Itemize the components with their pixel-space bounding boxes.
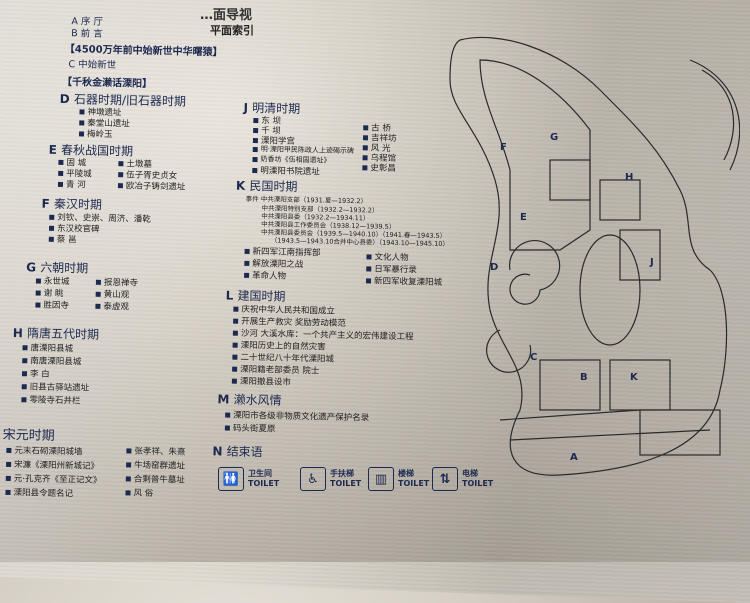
index-f-item: 蔡 邕 [48, 233, 77, 245]
index-i-item: 牛场窑群遗址 [126, 458, 185, 472]
map-inner-wall [479, 59, 591, 251]
index-k-item: 革命人物 [244, 269, 286, 282]
map-label: C [530, 352, 537, 363]
stairs-icon: ▥ [368, 467, 394, 491]
index-e-item: 青 河 [57, 178, 86, 190]
map-label: E [520, 212, 527, 223]
index-h-item: 旧县古驿站遗址 [21, 380, 90, 394]
index-n: N 结束语 [212, 444, 263, 460]
index-k-item: 新四军收复溧阳城 [365, 274, 442, 288]
escalator-icon: ♿ [300, 467, 326, 491]
index-g-item: 报恩禅寺 [95, 276, 138, 289]
map-oval-hall [579, 234, 641, 346]
plate-title: …面导视 [200, 8, 253, 23]
index-h-item: 南唐溧阳县城 [22, 354, 81, 367]
index-m-item: 码头街夏原 [224, 421, 276, 435]
index-g-item: 谢 眺 [35, 286, 64, 299]
index-i-item: 风 俗 [125, 486, 153, 499]
plate-subtitle: 平面索引 [210, 24, 254, 37]
map-label: K [630, 372, 639, 383]
index-j-item: 明溧阳书院遗址 [252, 164, 320, 177]
map-outer-curve [701, 69, 735, 161]
index-h: H 隋唐五代时期 [12, 325, 100, 342]
map-label: A [570, 452, 578, 463]
index-k-item: 日军暴行录 [366, 262, 417, 275]
index-i-item: 溧阳县令题名记 [5, 486, 73, 499]
map-room [599, 179, 641, 221]
floor-plan-map: A B C D E F G H J K [449, 36, 740, 476]
index-c: C 中始新世 [68, 59, 117, 72]
map-outer-curve [689, 59, 740, 171]
bracket-heading-2: 【千秋金濑话溧阳】 [61, 76, 153, 90]
index-g-item: 泰虚观 [95, 300, 129, 312]
index-i-item: 合剩普牛墓址 [125, 472, 185, 486]
index-i: 宋元时期 [2, 427, 55, 444]
map-label: F [500, 142, 507, 153]
map-label: D [490, 262, 498, 273]
map-room [639, 409, 721, 456]
map-outline [449, 36, 728, 476]
index-d-item: 梅岭玉 [78, 127, 113, 140]
index-i-item: 元末石砌溧阳城墙 [6, 444, 82, 457]
index-l-item: 溧阳撤县设市 [231, 375, 291, 388]
index-g-item: 黄山观 [95, 288, 130, 300]
index-m: M 濑水风情 [217, 392, 282, 408]
map-room [549, 159, 591, 201]
index-g-item: 永世城 [35, 274, 70, 287]
elevator-icon: ⇅ [432, 467, 458, 491]
index-h-item: 零陵寺石井栏 [21, 393, 81, 406]
map-label: J [649, 257, 654, 268]
map-room [539, 359, 601, 411]
map-label: H [625, 172, 633, 183]
index-b: B 前 言 [71, 28, 103, 40]
index-h-item: 唐溧阳县城 [22, 341, 73, 354]
map-label: G [550, 132, 558, 143]
index-e-item: 欧冶子铸剑遗址 [117, 179, 186, 193]
index-i-item: 宋濂《溧阳州新城记》 [6, 458, 99, 472]
map-wall [509, 429, 711, 441]
index-g-item: 胜因寺 [35, 298, 69, 311]
map-label: B [580, 372, 588, 383]
index-h-item: 李 白 [21, 367, 50, 380]
index-i-item: 元·孔克齐《至正记文》 [5, 472, 102, 486]
map-room [609, 359, 671, 411]
toilet-icon: 🚻 [218, 467, 244, 491]
map-spiral [509, 239, 561, 305]
index-i-item: 张孝祥、朱熹 [126, 444, 186, 458]
index-j-item: 史彰昌 [362, 161, 396, 174]
index-d: D 石器时期/旧石器时期 [59, 91, 187, 109]
map-room [619, 229, 661, 281]
map-spiral [486, 329, 532, 373]
map-wall [499, 409, 641, 421]
index-k-item: 文化人物 [366, 250, 409, 263]
